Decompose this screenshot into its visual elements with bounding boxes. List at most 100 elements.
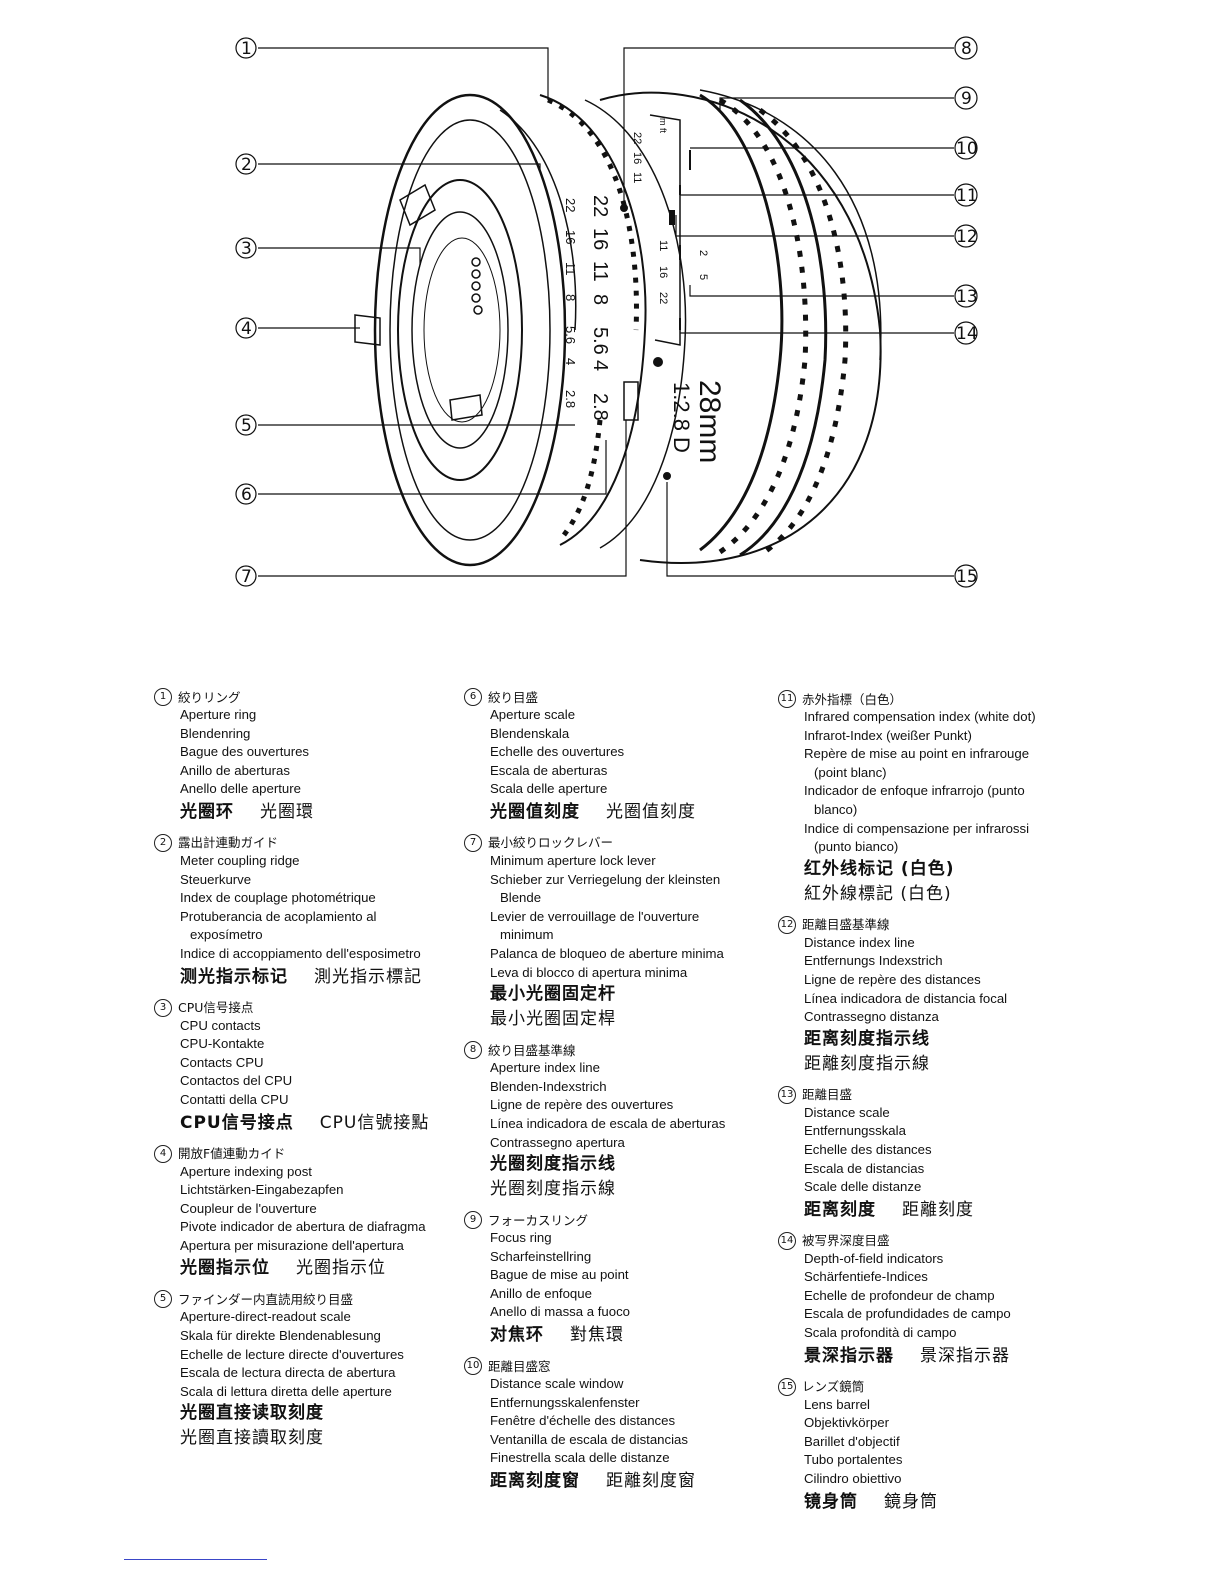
- callout-12: 12: [956, 227, 978, 247]
- callout-11: 11: [956, 186, 978, 206]
- legend-translation: Tubo portalentes: [804, 1452, 903, 1468]
- legend-chinese-terms: 光圈环光圈環: [180, 800, 460, 825]
- legend-simplified-chinese: 距离刻度: [804, 1199, 876, 1220]
- legend-simplified-chinese: 测光指示标记: [180, 966, 288, 987]
- legend-translation: Fenêtre d'échelle des distances: [490, 1413, 676, 1429]
- aperture-scale-value: 11: [589, 261, 611, 282]
- legend-simplified-chinese: 光圈环: [180, 801, 234, 822]
- legend-translation: Distance scale: [804, 1104, 890, 1120]
- legend-translation: Contrassegno distanza: [804, 1009, 939, 1025]
- legend-traditional-chinese: 鏡身筒: [884, 1491, 938, 1512]
- legend-translation: Indicador de enfoque infrarrojo (punto: [804, 783, 1025, 799]
- legend-translation: Ligne de repère des distances: [804, 971, 981, 987]
- legend-translation: (point blanc): [814, 764, 887, 780]
- callout-13: 13: [956, 287, 978, 307]
- legend-translation: CPU-Kontakte: [180, 1036, 265, 1052]
- legend-translation: Scala di lettura diretta delle aperture: [180, 1383, 392, 1399]
- callout-6: 6: [241, 485, 252, 505]
- legend-number-badge: 10: [464, 1357, 482, 1376]
- legend-number-badge: 14: [778, 1231, 796, 1250]
- callout-1: 1: [241, 39, 252, 59]
- aperture-scale-value: 16: [589, 228, 611, 250]
- dof-value: 11: [657, 240, 669, 251]
- legend-translation: Aperture ring: [180, 707, 257, 722]
- legend-translation: Anillo de enfoque: [490, 1285, 592, 1301]
- legend-translation: Contatti della CPU: [180, 1091, 289, 1107]
- legend-translation: Entfernungsskala: [804, 1123, 906, 1139]
- distance-value: 5: [697, 274, 709, 280]
- legend-translation: Blenden-Indexstrich: [490, 1078, 607, 1094]
- aperture-scale-value: 22: [589, 195, 611, 217]
- legend-japanese-title: 最小絞りロックレバー: [488, 835, 614, 851]
- legend-traditional-chinese: 距離刻度窗: [606, 1471, 696, 1492]
- legend-translation: Indice di compensazione per infrarossi: [804, 820, 1030, 836]
- distance-window-letters: m ft: [658, 118, 668, 133]
- legend-number-badge: 4: [154, 1144, 172, 1163]
- legend-number-badge: 9: [464, 1211, 482, 1230]
- legend-translation: Pivote indicador de abertura de diafragm…: [180, 1219, 426, 1235]
- legend-translation: Repère de mise au point en infrarouge: [804, 746, 1030, 762]
- legend-japanese-title: 被写界深度目盛: [802, 1233, 890, 1249]
- legend-translation: Objektivkörper: [804, 1415, 890, 1431]
- legend-simplified-chinese: CPU信号接点: [180, 1112, 294, 1133]
- legend-translation: Contrassegno apertura: [490, 1134, 625, 1150]
- legend-number-badge: 12: [778, 915, 796, 934]
- legend-japanese-title: 距離目盛: [802, 1087, 853, 1103]
- legend-simplified-chinese: 镜身筒: [804, 1491, 858, 1512]
- legend-japanese-title: 露出計連動ガイド: [178, 835, 279, 851]
- readout-scale-value: 22: [563, 198, 578, 212]
- callout-8: 8: [961, 39, 972, 59]
- legend-translation: Leva di blocco di apertura minima: [490, 964, 688, 980]
- legend-translation: Contactos del CPU: [180, 1073, 293, 1089]
- legend-translation: Blendenring: [180, 725, 251, 741]
- legend-translation: Aperture scale: [490, 707, 576, 722]
- lens-aperture-marking: 1:2.8 D: [669, 382, 694, 453]
- legend-number-badge: 1: [154, 688, 172, 706]
- legend-simplified-chinese: 距离刻度窗: [490, 1471, 580, 1492]
- readout-scale-value: 4: [563, 358, 578, 365]
- readout-scale-value: 16: [563, 230, 578, 244]
- dof-value: 22: [657, 292, 669, 304]
- legend-traditional-chinese: 對焦環: [570, 1325, 624, 1346]
- callout-4: 4: [241, 319, 252, 339]
- legend-translation: Minimum aperture lock lever: [490, 852, 656, 868]
- aperture-scale-value: 4: [589, 360, 611, 371]
- callout-7: 7: [241, 567, 252, 587]
- legend-translation: Echelle des ouvertures: [490, 744, 625, 760]
- legend-number-badge: 6: [464, 688, 482, 706]
- callout-9: 9: [961, 89, 972, 109]
- callout-14: 14: [956, 324, 978, 344]
- legend-simplified-chinese: 光圈指示位: [180, 1258, 270, 1279]
- legend-traditional-chinese: 光圈刻度指示線: [490, 1179, 616, 1200]
- legend-traditional-chinese: 紅外線標記 (白色): [804, 883, 952, 904]
- legend-translation: Cilindro obiettivo: [804, 1471, 902, 1487]
- legend-translation: Steuerkurve: [180, 871, 252, 887]
- legend-translation: Palanca de bloqueo de aberture minima: [490, 945, 724, 961]
- legend-japanese-title: フォーカスリング: [488, 1212, 589, 1228]
- legend-translation: Barillet d'objectif: [804, 1433, 900, 1449]
- legend-simplified-chinese: 光圈值刻度: [490, 801, 580, 822]
- callout-right: 8 9 10 11 12 13 14 15: [954, 36, 978, 588]
- legend-traditional-chinese: 距離刻度: [902, 1199, 974, 1220]
- legend-translation: Scala profondità di campo: [804, 1325, 957, 1341]
- legend-translation: Echelle de profondeur de champ: [804, 1287, 995, 1303]
- legend-japanese-title: 開放F値連動カイド: [178, 1146, 286, 1161]
- legend-number-badge: 11: [778, 690, 796, 708]
- legend-translation: Ventanilla de escala de distancias: [490, 1431, 688, 1447]
- legend-simplified-chinese: 光圈直接读取刻度: [180, 1403, 324, 1424]
